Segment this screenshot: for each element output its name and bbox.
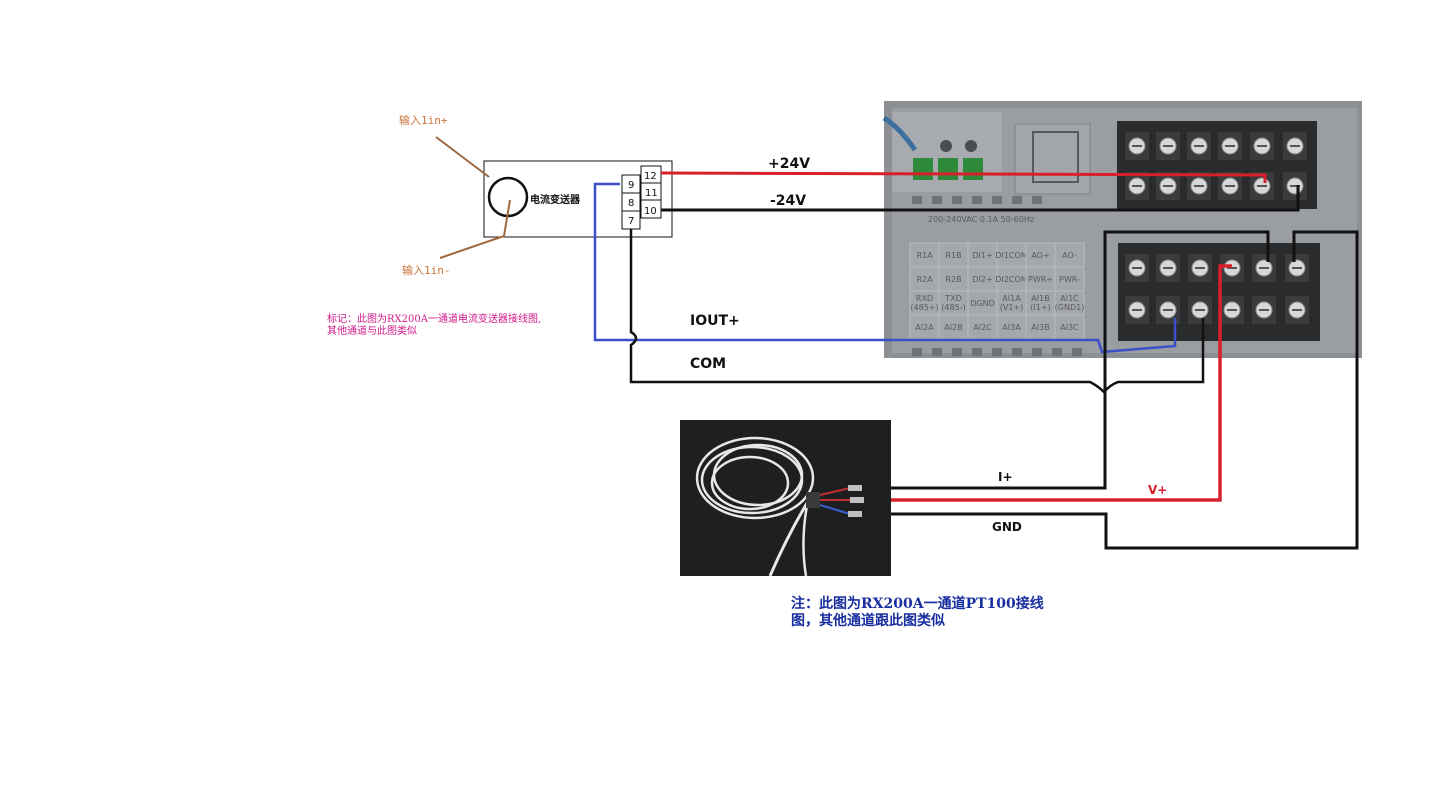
wire-minus24	[661, 185, 1300, 212]
pt100-note-line2: 图，其他通道跟此图类似	[791, 612, 945, 629]
terminal-8: 8	[628, 198, 634, 209]
wire-v-plus	[862, 264, 1232, 502]
grid-label: (I1+)	[1030, 303, 1050, 312]
pt100-sensor-photo	[680, 420, 891, 577]
grid-label: (485-)	[941, 303, 965, 312]
terminal-12: 12	[644, 171, 657, 182]
transmitter-note-line1: 标记：此图为RX200A一通道电流变送器接线图,	[327, 312, 541, 325]
grid-cell	[1054, 290, 1085, 316]
label-iout: IOUT+	[690, 313, 740, 329]
grid-label: DI1+	[972, 251, 992, 260]
grid-label: AI2C	[973, 323, 992, 332]
grid-label: R1A	[916, 251, 933, 260]
input-plus-lead	[435, 136, 490, 178]
grid-label: R2B	[945, 275, 961, 284]
controller-device: 200-240VAC 0.1A 50-60Hz R1A R1B DI1+DI1COM…	[882, 101, 1362, 358]
terminal-9: 9	[628, 180, 634, 191]
grid-label: RXD	[916, 294, 933, 303]
grid-cell	[1025, 266, 1056, 292]
grid-cell	[1054, 242, 1085, 268]
grid-label: AI1C	[1060, 294, 1079, 303]
wire-plus24	[660, 171, 1267, 183]
input-minus-label: 输入1in-	[402, 263, 451, 277]
grid-cell	[996, 266, 1027, 292]
wire-com	[629, 229, 1205, 394]
grid-label: AI2A	[915, 323, 934, 332]
terminal-10: 10	[644, 206, 657, 217]
grid-label: DI1COM	[995, 251, 1027, 260]
grid-label: AI1A	[1002, 294, 1021, 303]
grid-cell	[996, 314, 1027, 340]
current-transmitter: 电流变送器 9 8 7 12 11 10	[483, 160, 673, 238]
label-v-plus: V+	[1148, 483, 1167, 497]
transmitter-name: 电流变送器	[530, 193, 581, 206]
power-spec-label: 200-240VAC 0.1A 50-60Hz	[928, 215, 1034, 224]
grid-label: R2A	[916, 275, 933, 284]
terminal-11: 11	[645, 188, 658, 199]
grid-label: AI1B	[1031, 294, 1049, 303]
terminal-7: 7	[628, 216, 634, 227]
grid-label: AI3B	[1031, 323, 1049, 332]
grid-label: PWR+	[1028, 275, 1053, 284]
grid-label: AO-	[1062, 251, 1077, 260]
grid-label: TXD	[944, 294, 962, 303]
pt100-note-line1: 注：此图为RX200A一通道PT100接线	[791, 595, 1044, 612]
grid-label: (GND1)	[1055, 303, 1085, 312]
input-plus-label: 输入1in+	[399, 113, 448, 127]
wire-i-plus	[862, 230, 1270, 490]
label-i-plus: I+	[998, 470, 1013, 484]
grid-label: DGND	[970, 299, 995, 308]
grid-label: AI2B	[944, 323, 962, 332]
label-com: COM	[690, 356, 726, 372]
grid-label: AI3C	[1060, 323, 1079, 332]
wire-gnd	[862, 230, 1359, 550]
grid-label: (485+)	[910, 303, 938, 312]
grid-label: AO+	[1031, 251, 1049, 260]
grid-cell	[938, 266, 969, 292]
grid-cell	[1054, 266, 1085, 292]
label-minus24: -24V	[770, 193, 806, 209]
grid-cell	[996, 290, 1027, 316]
grid-cell	[996, 242, 1027, 268]
grid-label: (V1+)	[1000, 303, 1024, 312]
grid-cell	[967, 290, 998, 316]
label-plus24: +24V	[768, 156, 810, 172]
transmitter-note-line2: 其他通道与此图类似	[327, 324, 417, 337]
grid-cell	[967, 314, 998, 340]
grid-label: AI3A	[1002, 323, 1021, 332]
grid-label: DI2COM	[995, 275, 1027, 284]
wire-iout	[593, 182, 1177, 354]
grid-cell	[1025, 242, 1056, 268]
grid-label: R1B	[945, 251, 961, 260]
label-gnd: GND	[992, 520, 1022, 534]
grid-label: PWR-	[1059, 275, 1080, 284]
grid-label: DI2+	[972, 275, 992, 284]
grid-cell	[967, 242, 998, 268]
input-minus-lead	[439, 199, 511, 259]
